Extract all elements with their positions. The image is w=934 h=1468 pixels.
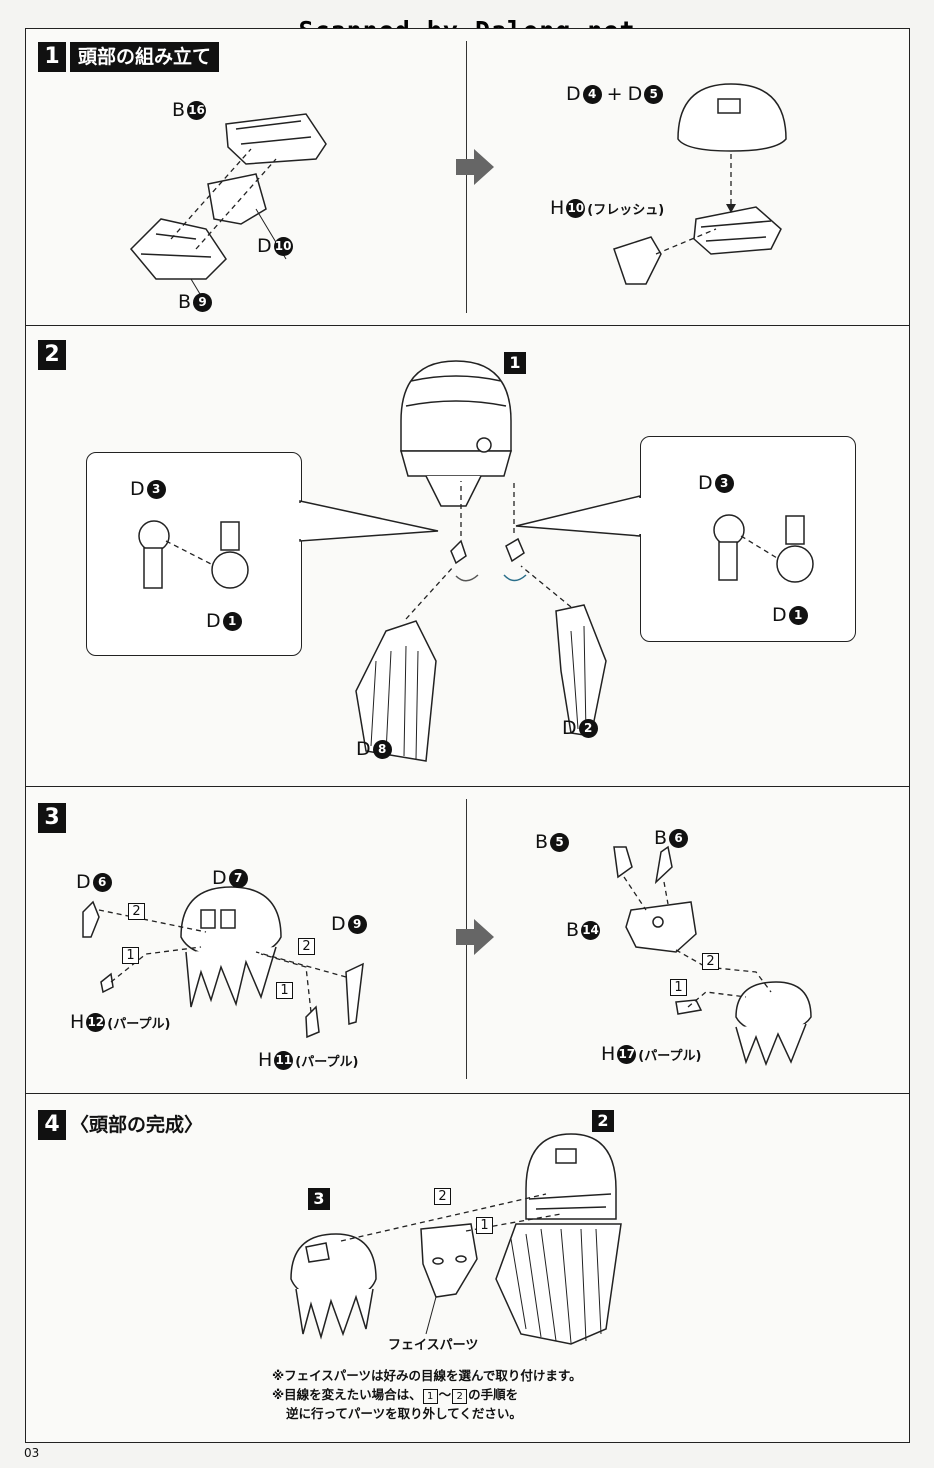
step2-subassembly-badge: 1 bbox=[504, 352, 526, 374]
face-part-label: フェイスパーツ bbox=[388, 1338, 479, 1353]
step4-badge-2: 2 bbox=[592, 1110, 614, 1132]
step2-number: 2 bbox=[38, 340, 66, 370]
step2-left-callout bbox=[86, 452, 302, 656]
step4-badge-3: 3 bbox=[308, 1188, 330, 1210]
step3-left-order-2: 2 bbox=[128, 903, 145, 920]
step4-notes: ※フェイスパーツは好みの目線を選んで取り付けます。 ※目線を変えたい場合は、1～… bbox=[272, 1366, 582, 1423]
step4-panel: 4 〈頭部の完成〉 2 3 2 1 フェイスパーツ bbox=[25, 1093, 910, 1443]
step2-head-illustration bbox=[355, 360, 607, 762]
step4-number: 4 bbox=[38, 1110, 66, 1140]
step1-title: 頭部の組み立て bbox=[70, 42, 220, 72]
step1-right-illustration bbox=[613, 83, 787, 285]
step1-left-illustration bbox=[129, 113, 327, 305]
step2-right-callout-pointer bbox=[515, 495, 642, 537]
step2-right-callout-parts bbox=[713, 514, 814, 583]
step3-right-panel-order-2: 2 bbox=[702, 953, 719, 970]
step4-order-1: 1 bbox=[476, 1217, 493, 1234]
step3-right-panel-order-1: 1 bbox=[670, 979, 687, 996]
step4-title: 〈頭部の完成〉 bbox=[70, 1114, 204, 1136]
step1-number: 1 bbox=[38, 42, 66, 72]
step3-next-arrow-icon bbox=[456, 919, 494, 955]
note-line-1: ※フェイスパーツは好みの目線を選んで取り付けます。 bbox=[272, 1368, 582, 1383]
step3-right-illustration bbox=[613, 845, 812, 1067]
step3-left-order-1: 1 bbox=[122, 947, 139, 964]
step2-panel: 2 1 bbox=[25, 325, 910, 787]
step3-right-order-2: 2 bbox=[298, 938, 315, 955]
step1-divider bbox=[466, 41, 467, 313]
step3-right-order-1: 1 bbox=[276, 982, 293, 999]
note-line-3: 逆に行ってパーツを取り外してください。 bbox=[286, 1406, 522, 1421]
step2-left-callout-parts bbox=[138, 520, 249, 589]
page-number: 03 bbox=[24, 1446, 40, 1460]
step2-right-callout bbox=[640, 436, 856, 642]
step3-number: 3 bbox=[38, 803, 66, 833]
step4-illustration bbox=[290, 1133, 622, 1345]
step1-next-arrow-icon bbox=[456, 149, 494, 185]
step2-left-callout-pointer bbox=[298, 500, 439, 542]
step3-left-illustration bbox=[82, 886, 364, 1039]
step4-order-2: 2 bbox=[434, 1188, 451, 1205]
